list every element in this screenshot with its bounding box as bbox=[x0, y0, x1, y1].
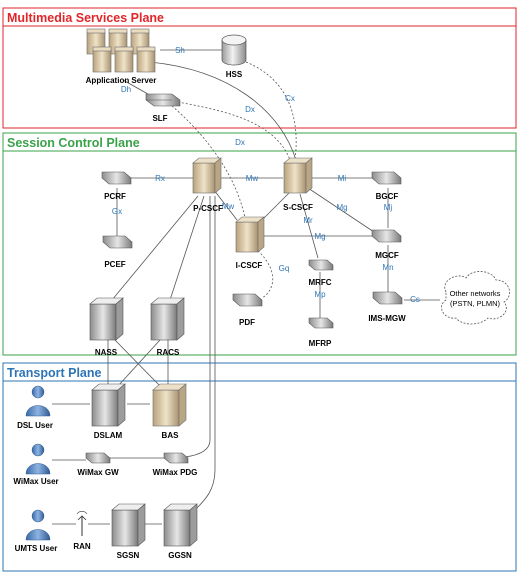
umts-user-label: UMTS User bbox=[15, 544, 58, 553]
if-dx-label-1: Dx bbox=[245, 105, 255, 114]
transport-plane-title: Transport Plane bbox=[7, 366, 102, 380]
p-cscf-server-icon: P-CSCF bbox=[192, 157, 223, 213]
nass-server-icon: NASS bbox=[89, 297, 124, 357]
ran-antenna-icon: RAN bbox=[73, 511, 91, 551]
p-cscf-label: P-CSCF bbox=[193, 204, 223, 213]
hss-label: HSS bbox=[226, 70, 243, 79]
racs-server-icon: RACS bbox=[150, 297, 185, 357]
session-plane-title: Session Control Plane bbox=[7, 136, 140, 150]
wimax-gw-label: WiMax GW bbox=[77, 468, 119, 477]
if-mi-label: Mi bbox=[338, 174, 347, 183]
mrfc-switch-icon: MRFC bbox=[308, 259, 334, 287]
ims-mgw-switch-icon: IMS-MGW bbox=[368, 291, 406, 323]
mfrp-switch-icon: MFRP bbox=[309, 317, 334, 348]
pcef-switch-icon: PCEF bbox=[102, 235, 133, 269]
sgsn-label: SGSN bbox=[117, 551, 140, 560]
if-mg-label-2: Mg bbox=[314, 232, 325, 241]
ggsn-label: GGSN bbox=[168, 551, 192, 560]
if-dx-label-2: Dx bbox=[235, 138, 245, 147]
i-cscf-label: I-CSCF bbox=[236, 261, 263, 270]
sgsn-server-icon: SGSN bbox=[111, 503, 146, 560]
i-cscf-server-icon: I-CSCF bbox=[235, 216, 265, 270]
nass-label: NASS bbox=[95, 348, 118, 357]
s-cscf-server-icon: S-CSCF bbox=[283, 157, 313, 212]
bas-label: BAS bbox=[162, 431, 180, 440]
dslam-label: DSLAM bbox=[94, 431, 123, 440]
pdf-label: PDF bbox=[239, 318, 255, 327]
if-mr-label: Mr bbox=[303, 216, 313, 225]
dsl-user-label: DSL User bbox=[17, 421, 53, 430]
slf-switch-icon: SLF bbox=[145, 93, 181, 123]
hss-database-icon: HSS bbox=[221, 34, 247, 79]
dslam-server-icon: DSLAM bbox=[91, 383, 126, 440]
racs-label: RACS bbox=[157, 348, 180, 357]
multimedia-services-plane: Multimedia Services Plane bbox=[2, 7, 517, 129]
if-mj-label: Mj bbox=[384, 203, 393, 212]
slf-label: SLF bbox=[152, 114, 167, 123]
other-networks-label-1: Other networks bbox=[450, 289, 501, 298]
wimax-pdg-switch-icon: WiMax PDG bbox=[153, 452, 198, 477]
multimedia-plane-title: Multimedia Services Plane bbox=[7, 11, 164, 25]
other-networks-label-2: (PSTN, PLMN) bbox=[450, 299, 501, 308]
if-gx-label: Gx bbox=[112, 207, 122, 216]
connection-lines bbox=[52, 49, 440, 525]
s-cscf-label: S-CSCF bbox=[283, 203, 313, 212]
session-control-plane: Session Control Plane bbox=[2, 132, 517, 356]
if-mn-label: Mn bbox=[382, 263, 393, 272]
pcrf-switch-icon: PCRF bbox=[101, 171, 132, 201]
wimax-user-icon: WiMax User bbox=[13, 443, 59, 486]
application-server-icon: Application Server bbox=[86, 28, 157, 85]
bgcf-label: BGCF bbox=[376, 192, 399, 201]
pcef-label: PCEF bbox=[104, 260, 125, 269]
if-mw-label-1: Mw bbox=[246, 174, 259, 183]
if-mp-label: Mp bbox=[314, 290, 326, 299]
if-dh-label: Dh bbox=[121, 85, 131, 94]
wimax-gw-switch-icon: WiMax GW bbox=[77, 452, 119, 477]
pcrf-label: PCRF bbox=[104, 192, 126, 201]
ims-mgw-label: IMS-MGW bbox=[368, 314, 406, 323]
if-mw-label-2: Mw bbox=[222, 202, 235, 211]
other-networks-cloud-icon: Other networks (PSTN, PLMN) bbox=[441, 271, 510, 325]
if-sh-label: Sh bbox=[175, 46, 185, 55]
ggsn-server-icon: GGSN bbox=[163, 503, 198, 560]
umts-user-icon: UMTS User bbox=[15, 509, 58, 553]
wimax-pdg-label: WiMax PDG bbox=[153, 468, 198, 477]
if-cs-label: Cs bbox=[410, 295, 420, 304]
mgcf-switch-icon: MGCF bbox=[371, 229, 402, 260]
dsl-user-icon: DSL User bbox=[17, 385, 53, 430]
mfrp-label: MFRP bbox=[309, 339, 332, 348]
bas-server-icon: BAS bbox=[152, 383, 187, 440]
transport-plane: Transport Plane bbox=[2, 362, 517, 572]
bgcf-switch-icon: BGCF bbox=[371, 171, 402, 201]
ran-label: RAN bbox=[73, 542, 91, 551]
interface-labels: Sh Cx Dh Dx Dx Rx Gx Mw Mw Mi Mj Mg Mg M… bbox=[112, 46, 420, 304]
pdf-switch-icon: PDF bbox=[232, 293, 263, 327]
if-rx-label: Rx bbox=[155, 174, 165, 183]
wimax-user-label: WiMax User bbox=[13, 477, 58, 486]
application-server-label: Application Server bbox=[86, 76, 157, 85]
mgcf-label: MGCF bbox=[375, 251, 399, 260]
if-gq-label: Gq bbox=[279, 264, 290, 273]
mrfc-label: MRFC bbox=[308, 278, 331, 287]
if-cx-label: Cx bbox=[285, 94, 295, 103]
if-mg-label-1: Mg bbox=[336, 203, 347, 212]
